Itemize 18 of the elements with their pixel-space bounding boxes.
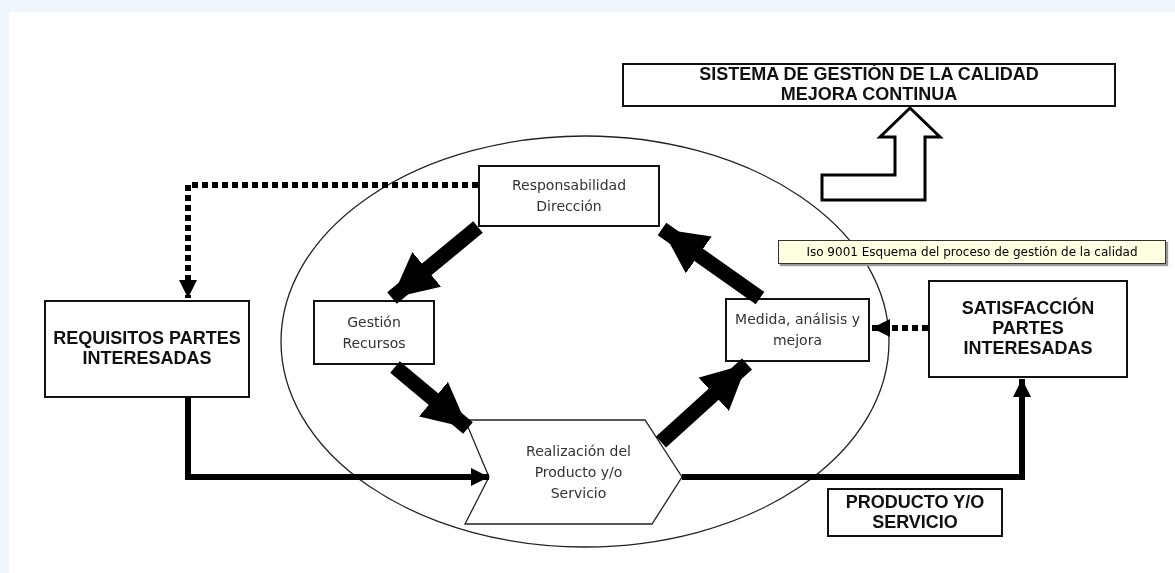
arrow (682, 379, 1031, 480)
arrow (390, 361, 473, 434)
label-box: PRODUCTO Y/O SERVICIO (827, 488, 1003, 537)
tooltip: Iso 9001 Esquema del proceso de gestión de la calidad (778, 240, 1166, 264)
dotted-arrow (179, 182, 478, 298)
title-box: SISTEMA DE GESTIÓN DE LA CALIDAD MEJORA CONTINUA (622, 63, 1116, 107)
arrow (185, 398, 489, 486)
node-label: Realización del Producto y/o Servicio (525, 441, 632, 503)
process-box: Medida, análisis y mejora (725, 298, 870, 362)
hollow-arrow (820, 105, 944, 202)
dotted-arrow (872, 319, 928, 337)
arrow (387, 221, 483, 304)
process-box: Gestión Recursos (313, 300, 435, 365)
input-box: REQUISITOS PARTES INTERESADAS (44, 300, 250, 398)
arrow (657, 222, 765, 305)
process-box: Responsabilidad Dirección (478, 165, 660, 227)
arrow (655, 358, 753, 448)
output-box: SATISFACCIÓN PARTES INTERESADAS (928, 280, 1128, 378)
